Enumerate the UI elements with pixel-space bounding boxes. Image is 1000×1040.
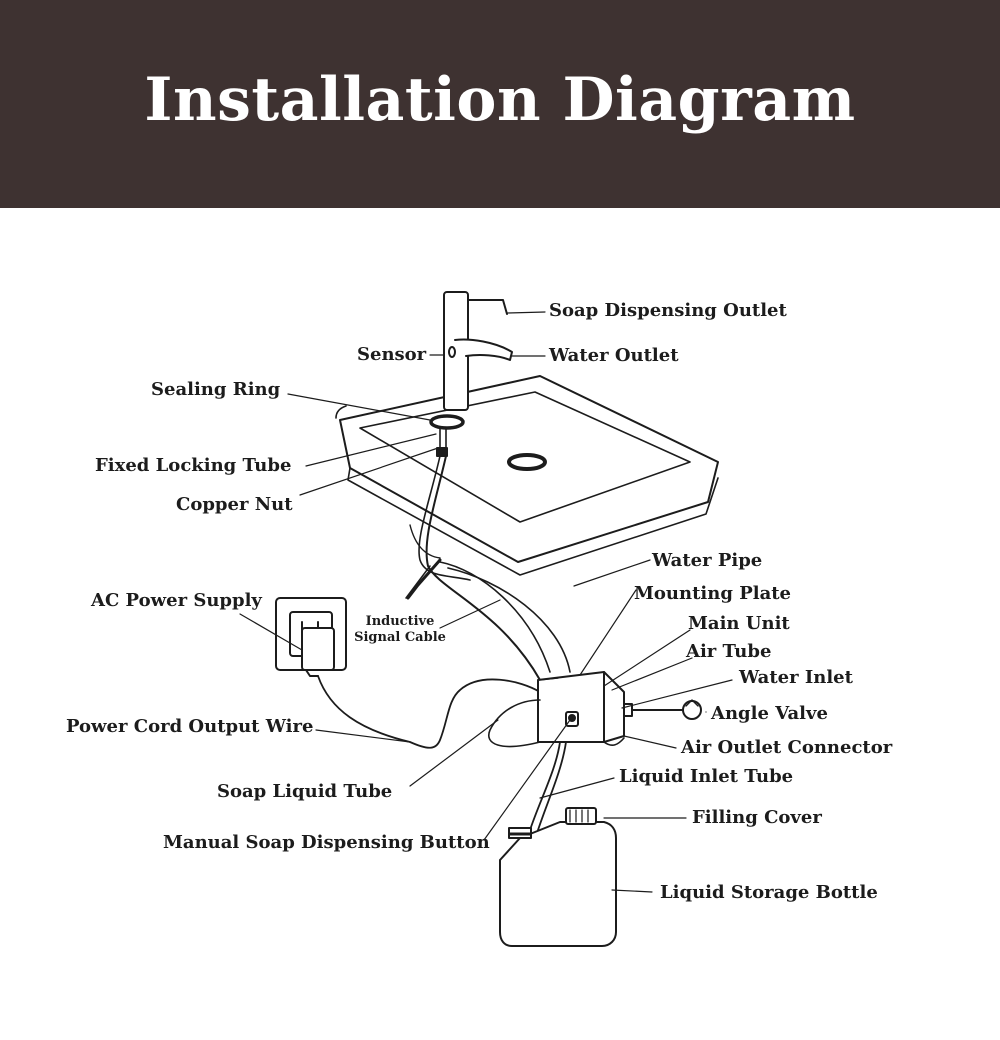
label-sealing-ring: Sealing Ring xyxy=(151,379,281,400)
faucet xyxy=(443,291,513,411)
label-power-cord-output-wire: Power Cord Output Wire xyxy=(66,716,314,737)
label-inductive-line2: Signal Cable xyxy=(354,630,446,645)
label-angle-valve: Angle Valve xyxy=(711,703,828,724)
label-water-pipe: Water Pipe xyxy=(652,550,763,571)
label-main-unit: Main Unit xyxy=(688,613,790,634)
sink-basin xyxy=(335,375,719,576)
label-air-tube: Air Tube xyxy=(686,641,772,662)
label-soap-liquid-tube: Soap Liquid Tube xyxy=(217,781,393,802)
leader-lines xyxy=(239,311,733,893)
label-inductive-signal-cable: Inductive Signal Cable xyxy=(352,614,448,646)
label-manual-soap-dispensing-button: Manual Soap Dispensing Button xyxy=(163,832,490,853)
label-ac-power-supply: AC Power Supply xyxy=(91,590,262,611)
main-unit-box xyxy=(488,671,625,748)
label-liquid-inlet-tube: Liquid Inlet Tube xyxy=(619,766,794,787)
wall-outlet xyxy=(275,597,347,677)
storage-bottle xyxy=(499,807,617,947)
page-title: Installation Diagram xyxy=(144,65,856,135)
label-fixed-locking-tube: Fixed Locking Tube xyxy=(95,455,292,476)
label-liquid-storage-bottle: Liquid Storage Bottle xyxy=(660,882,878,903)
label-filling-cover: Filling Cover xyxy=(692,807,822,828)
label-water-inlet: Water Inlet xyxy=(739,667,853,688)
label-inductive-line1: Inductive xyxy=(365,614,435,629)
label-water-outlet: Water Outlet xyxy=(549,345,679,366)
label-copper-nut: Copper Nut xyxy=(176,494,293,515)
label-soap-dispensing-outlet: Soap Dispensing Outlet xyxy=(549,300,787,321)
drain-icon xyxy=(507,453,547,471)
label-sensor: Sensor xyxy=(357,344,427,365)
sealing-ring-part xyxy=(429,414,465,430)
header-banner: Installation Diagram xyxy=(0,0,1000,208)
label-mounting-plate: Mounting Plate xyxy=(634,583,791,604)
label-air-outlet-connector: Air Outlet Connector xyxy=(681,737,893,758)
